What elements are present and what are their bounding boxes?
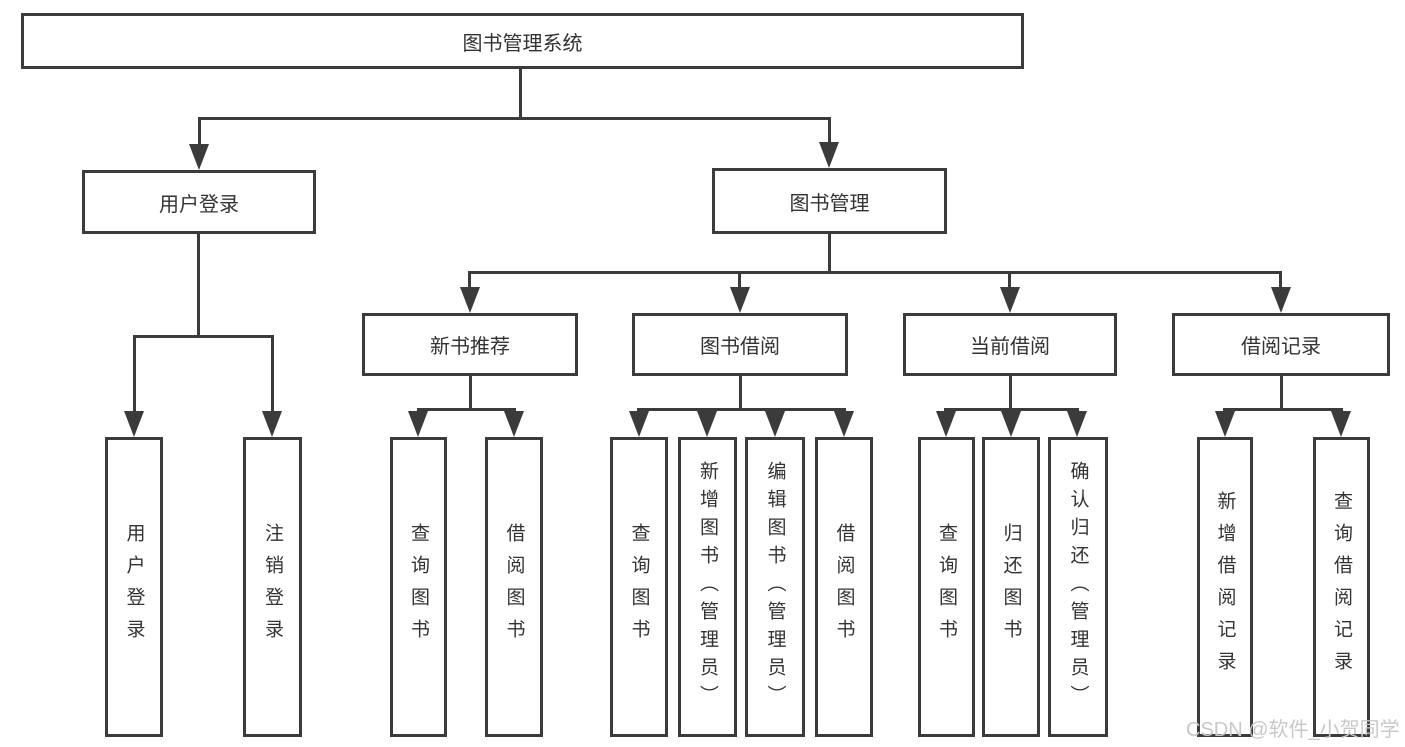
- node-label: 用户登录: [159, 193, 239, 216]
- node-user-login: 用户登录: [82, 170, 316, 234]
- connector-line: [469, 376, 472, 411]
- arrow-down-icon: [765, 411, 785, 437]
- connector-line: [1008, 271, 1011, 289]
- leaf-label: 查询图书: [408, 523, 429, 651]
- arrow-down-icon: [1331, 411, 1351, 437]
- arrow-down-icon: [1271, 287, 1291, 313]
- arrow-down-icon: [834, 411, 854, 437]
- leaf-edit-book-admin: 编辑图书（管理员）: [745, 437, 805, 737]
- leaf-query-book-recommend: 查询图书: [390, 437, 447, 737]
- connector-line: [133, 335, 136, 413]
- node-label: 图书借阅: [700, 336, 780, 358]
- connector-line: [944, 408, 1079, 411]
- connector-line: [468, 271, 1282, 274]
- leaf-label: 查询图书: [936, 523, 957, 651]
- leaf-label: 归还图书: [1000, 523, 1022, 651]
- connector-line: [738, 271, 741, 289]
- leaf-confirm-return-admin: 确认归还（管理员）: [1048, 437, 1108, 737]
- arrow-down-icon: [189, 144, 209, 170]
- arrow-down-icon: [460, 287, 480, 313]
- connector-line: [417, 408, 516, 411]
- leaf-user-login: 用户登录: [105, 437, 163, 737]
- csdn-watermark: CSDN @软件_小贺同学: [1186, 719, 1400, 741]
- arrow-down-icon: [819, 142, 839, 168]
- connector-line: [519, 68, 522, 120]
- leaf-logout-login: 注销登录: [243, 437, 302, 737]
- connector-line: [197, 234, 200, 338]
- node-label: 当前借阅: [970, 336, 1050, 358]
- leaf-query-book-current: 查询图书: [918, 437, 975, 737]
- leaf-label: 查询图书: [628, 523, 650, 651]
- connector-line: [637, 408, 846, 411]
- connector-line: [1223, 408, 1343, 411]
- leaf-label: 编辑图书（管理员）: [764, 461, 786, 713]
- leaf-borrow-book-recommend: 借阅图书: [485, 437, 543, 737]
- connector-line: [828, 117, 831, 144]
- leaf-add-borrow-record: 新增借阅记录: [1197, 437, 1253, 737]
- node-current-borrow: 当前借阅: [903, 313, 1117, 376]
- leaf-label: 新增借阅记录: [1214, 491, 1236, 683]
- connector-line: [1009, 376, 1012, 411]
- node-new-book-recommend: 新书推荐: [362, 313, 578, 376]
- leaf-label: 确认归还（管理员）: [1067, 461, 1089, 713]
- leaf-query-book-borrow: 查询图书: [610, 437, 668, 737]
- connector-line: [1280, 376, 1283, 411]
- leaf-label: 借阅图书: [503, 523, 525, 651]
- node-label: 图书管理系统: [462, 32, 583, 55]
- node-label: 借阅记录: [1241, 336, 1321, 358]
- node-library-system: 图书管理系统: [21, 13, 1024, 69]
- leaf-add-book-admin: 新增图书（管理员）: [678, 437, 737, 737]
- arrow-down-icon: [629, 411, 649, 437]
- arrow-down-icon: [504, 411, 524, 437]
- arrow-down-icon: [262, 411, 282, 437]
- connector-line: [1279, 271, 1282, 289]
- connector-line: [271, 335, 274, 413]
- arrow-down-icon: [730, 287, 750, 313]
- arrow-down-icon: [697, 411, 717, 437]
- arrow-down-icon: [936, 411, 956, 437]
- connector-line: [739, 376, 742, 411]
- arrow-down-icon: [1000, 287, 1020, 313]
- arrow-down-icon: [408, 411, 428, 437]
- arrow-down-icon: [1001, 411, 1021, 437]
- node-label: 图书管理: [789, 192, 870, 215]
- leaf-label: 查询借阅记录: [1331, 491, 1352, 683]
- connector-line: [828, 234, 831, 274]
- leaf-borrow-book: 借阅图书: [815, 437, 873, 737]
- arrow-down-icon: [124, 411, 144, 437]
- leaf-label: 借阅图书: [833, 523, 855, 651]
- arrow-down-icon: [1067, 411, 1087, 437]
- arrow-down-icon: [1215, 411, 1235, 437]
- leaf-label: 新增图书（管理员）: [697, 461, 718, 713]
- leaf-label: 用户登录: [123, 523, 145, 651]
- node-label: 新书推荐: [430, 336, 510, 358]
- connector-line: [198, 117, 831, 120]
- node-book-borrow: 图书借阅: [632, 313, 848, 376]
- connector-line: [133, 335, 274, 338]
- connector-line: [198, 117, 201, 146]
- connector-line: [468, 271, 471, 289]
- leaf-label: 注销登录: [262, 523, 283, 651]
- node-book-management: 图书管理: [712, 168, 947, 234]
- node-borrow-records: 借阅记录: [1172, 313, 1390, 376]
- leaf-query-borrow-record: 查询借阅记录: [1313, 437, 1370, 737]
- leaf-return-book: 归还图书: [982, 437, 1040, 737]
